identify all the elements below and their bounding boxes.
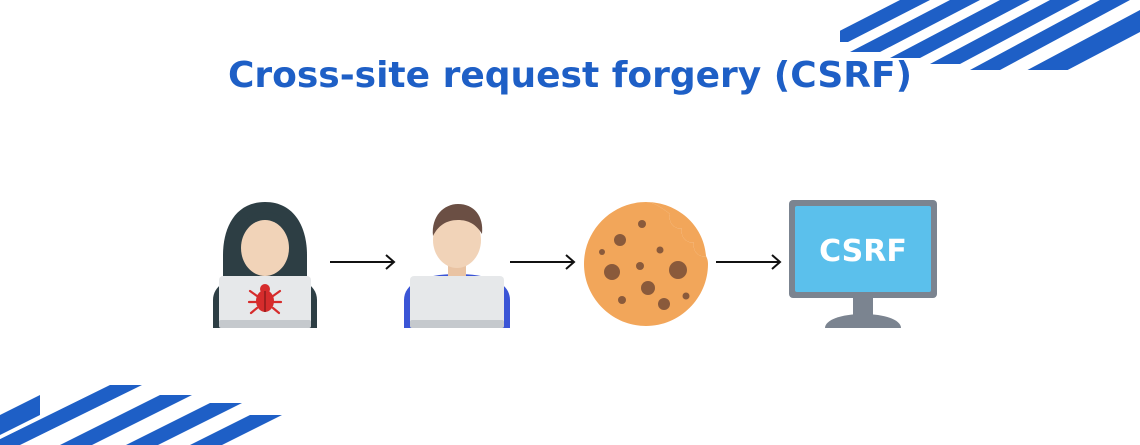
monitor-icon: CSRF xyxy=(787,198,939,332)
user-laptop-icon xyxy=(400,204,515,328)
decorative-stripes-top xyxy=(840,0,1140,70)
hacker-icon xyxy=(205,200,325,328)
csrf-flow-diagram: CSRF xyxy=(0,190,1140,340)
arrow-right-icon xyxy=(330,254,398,275)
arrow-right-icon xyxy=(716,254,784,275)
page-title: Cross-site request forgery (CSRF) xyxy=(227,55,913,96)
monitor-label: CSRF xyxy=(819,234,907,269)
cookie-icon xyxy=(582,200,710,328)
decorative-stripes-bottom xyxy=(0,385,300,445)
arrow-right-icon xyxy=(510,254,578,275)
